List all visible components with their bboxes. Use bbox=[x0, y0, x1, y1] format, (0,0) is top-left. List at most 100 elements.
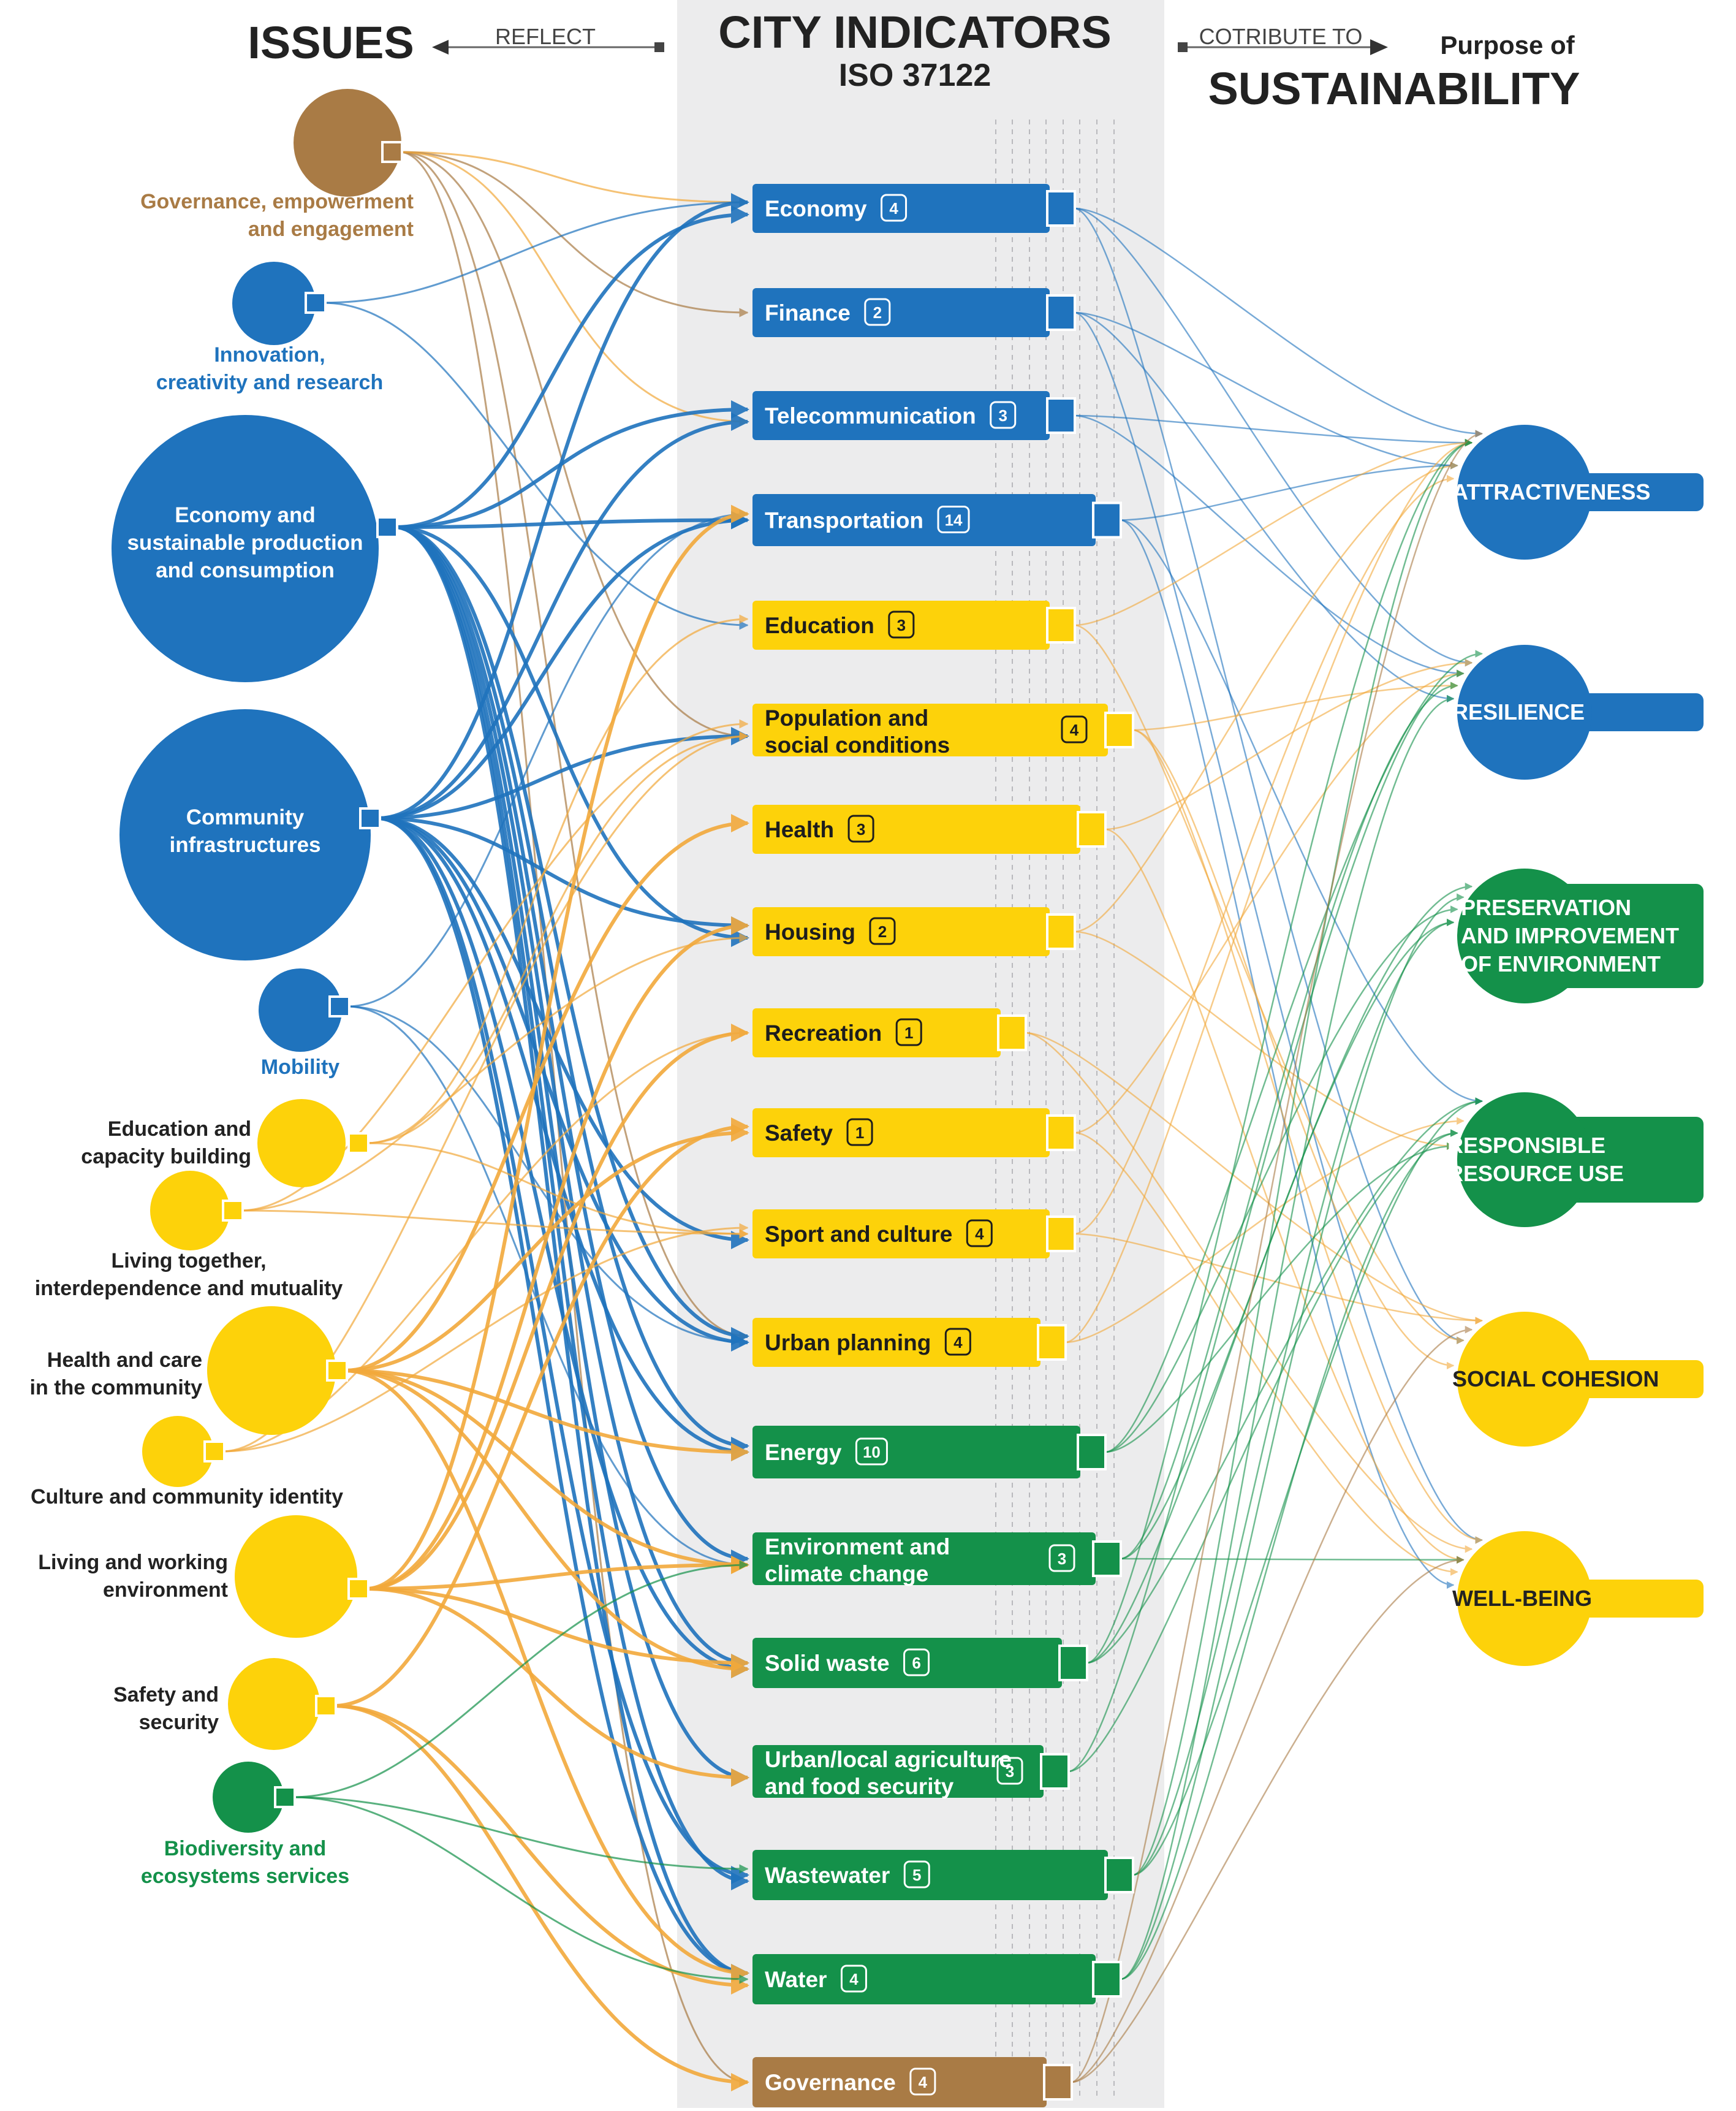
issue-circle bbox=[112, 415, 379, 682]
indicator-purpose-link bbox=[1120, 682, 1458, 1560]
indicator-bar bbox=[752, 184, 1050, 233]
issue-community: Community infrastructures bbox=[119, 709, 381, 960]
indicator-purpose-link bbox=[1074, 207, 1473, 667]
purpose-line2: SUSTAINABILITY bbox=[1208, 63, 1580, 114]
indicator-label: and food security bbox=[765, 1774, 954, 1799]
purpose-label: RESOURCE USE bbox=[1447, 1161, 1624, 1186]
issue-circle bbox=[257, 1099, 346, 1187]
issue-label: Community bbox=[186, 805, 305, 829]
indicator-port bbox=[1046, 913, 1076, 950]
indicator-bar bbox=[752, 1532, 1096, 1585]
issue-circle bbox=[235, 1515, 357, 1638]
issue-port bbox=[328, 995, 351, 1017]
indicator-purpose-link bbox=[1104, 905, 1458, 1453]
issue-circle bbox=[228, 1658, 320, 1750]
issue-circle bbox=[294, 89, 401, 197]
issue-label: environment bbox=[103, 1578, 228, 1602]
indicator-label: Population and bbox=[765, 706, 928, 731]
indicator-port bbox=[1092, 1540, 1122, 1577]
purpose-label: WELL-BEING bbox=[1452, 1586, 1592, 1611]
indicator-purpose-link bbox=[1074, 669, 1465, 1134]
issue-indicator-link bbox=[322, 302, 749, 630]
indicator-port bbox=[1058, 1645, 1088, 1681]
indicator-purpose-link bbox=[1074, 1132, 1458, 1576]
indicator-count: 3 bbox=[897, 616, 906, 634]
issue-indicator-link bbox=[394, 525, 749, 1568]
indicator-purpose-link bbox=[1132, 729, 1455, 1370]
indicator-purpose-link bbox=[1025, 1032, 1483, 1325]
issue-indicator-link bbox=[344, 1369, 749, 1574]
issue-indicator-link bbox=[322, 197, 749, 304]
indicator-label: Education bbox=[765, 613, 874, 638]
purpose-label: AND IMPROVEMENT bbox=[1461, 923, 1679, 948]
purpose-label: SOCIAL COHESION bbox=[1452, 1366, 1659, 1391]
issues-title: ISSUES bbox=[248, 17, 414, 68]
indicator-port bbox=[1092, 501, 1122, 539]
indicator-label: Telecommunication bbox=[765, 403, 976, 428]
indicator-solid-waste: Solid waste 6 bbox=[752, 1638, 1088, 1688]
issue-port bbox=[315, 1695, 337, 1717]
indicator-purpose-link bbox=[1132, 1097, 1483, 1876]
indicator-count-badge bbox=[903, 1648, 930, 1676]
indicator-label: Economy bbox=[765, 196, 867, 221]
purpose-circle bbox=[1457, 425, 1592, 560]
issue-port bbox=[326, 1360, 348, 1382]
indicator-purpose-link bbox=[1086, 439, 1473, 1664]
indicator-purpose-link bbox=[1120, 519, 1455, 1589]
indicator-count-badge bbox=[990, 401, 1017, 429]
indicator-purpose-link bbox=[1071, 1556, 1465, 2083]
indicator-purpose-link bbox=[1120, 1129, 1458, 1980]
indicator-label: Solid waste bbox=[765, 1651, 890, 1676]
purpose-attractiveness: ATTRACTIVENESS bbox=[1452, 425, 1704, 560]
indicator-purpose-link bbox=[1120, 893, 1465, 1980]
indicator-purpose-link bbox=[1074, 438, 1473, 626]
indicator-port bbox=[1037, 1324, 1067, 1361]
indicator-purpose-link bbox=[1071, 1326, 1473, 2083]
issue-label: and consumption bbox=[156, 558, 335, 582]
indicator-count: 3 bbox=[1058, 1550, 1066, 1568]
indicator-port bbox=[1046, 607, 1076, 644]
indicator-count-badge bbox=[937, 506, 970, 533]
issue-indicator-link bbox=[365, 1024, 749, 1591]
indicator-count: 4 bbox=[953, 1333, 963, 1352]
indicator-count: 6 bbox=[912, 1654, 920, 1672]
indicator-port bbox=[1046, 190, 1076, 227]
purpose-resilience: RESILIENCE bbox=[1452, 645, 1704, 780]
indicator-label: Environment and bbox=[765, 1534, 950, 1559]
issue-port bbox=[305, 292, 327, 314]
indicator-count-badge bbox=[847, 815, 874, 843]
issue-label: security bbox=[139, 1711, 219, 1734]
indicator-purpose-link bbox=[1074, 311, 1455, 703]
purpose-label: PRESERVATION bbox=[1461, 895, 1631, 920]
issue-label: Living and working bbox=[38, 1551, 228, 1574]
issue-label: infrastructures bbox=[169, 833, 320, 857]
connectors bbox=[221, 151, 1483, 2091]
purposes: ATTRACTIVENESS RESILIENCE PRESERVATION AND … bbox=[1447, 425, 1704, 1666]
indicator-count: 4 bbox=[1070, 721, 1079, 739]
issue-indicator-link bbox=[365, 504, 749, 1591]
indicator-count-badge bbox=[881, 194, 908, 222]
indicator-count-badge bbox=[846, 1118, 873, 1146]
issue-indicator-link bbox=[377, 413, 749, 820]
indicator-port bbox=[1104, 712, 1134, 748]
issue-indicator-link bbox=[399, 151, 749, 1341]
indicator-port bbox=[1092, 1961, 1122, 1998]
purpose-social-cohesion: SOCIAL COHESION bbox=[1452, 1312, 1704, 1447]
indicator-education: Education 3 bbox=[752, 601, 1076, 650]
indicator-count: 2 bbox=[878, 922, 887, 941]
indicator-label: Water bbox=[765, 1967, 827, 1992]
indicator-count-badge bbox=[855, 1437, 888, 1466]
reflect-arrow-tail bbox=[654, 42, 664, 52]
indicator-label: Safety bbox=[765, 1120, 833, 1146]
